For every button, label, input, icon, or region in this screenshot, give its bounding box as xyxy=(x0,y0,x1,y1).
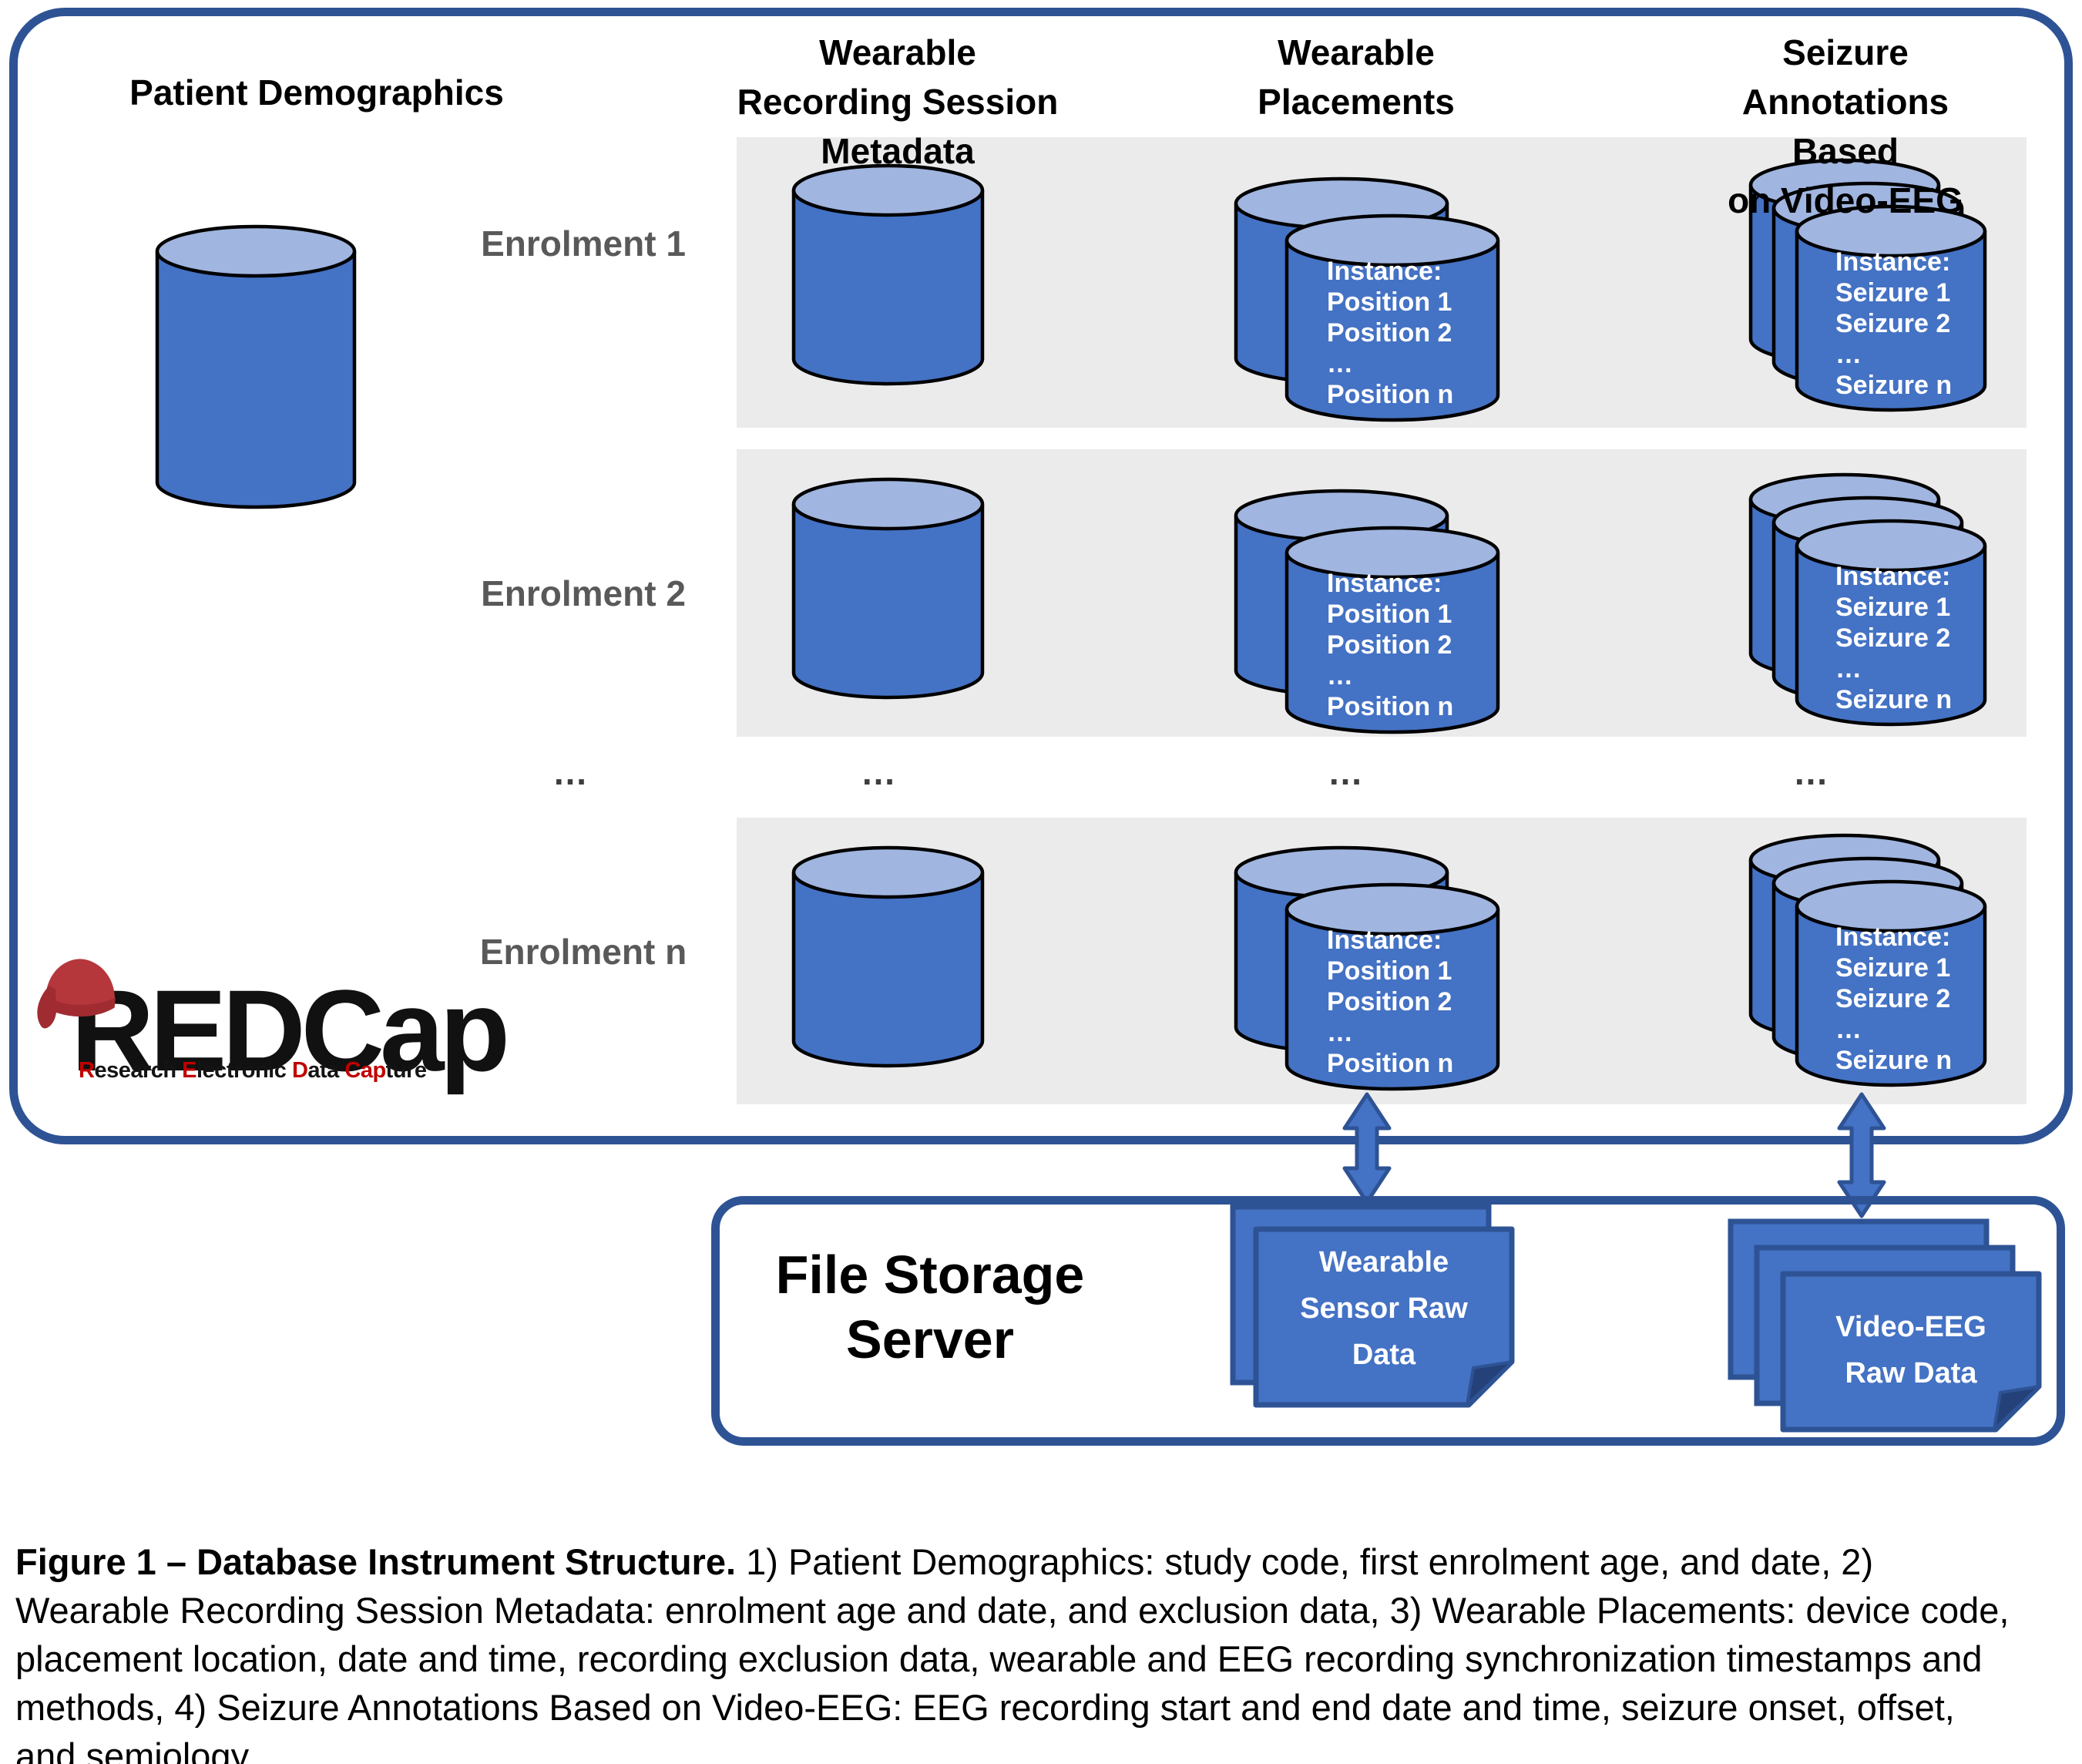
wearable-raw-data-doc-front xyxy=(1253,1226,1515,1408)
redcap-tagline: Research Electronic Data Capture xyxy=(79,1058,427,1083)
row-label-enrolment-1: Enrolment 1 xyxy=(481,223,686,264)
wearable-sensor-raw-data-label: Wearable Sensor Raw Data xyxy=(1300,1246,1468,1371)
header-wearable-recording-session-metadata: Wearable Recording Session Metadata xyxy=(737,32,1059,171)
tagline-text: lectronic xyxy=(196,1058,292,1083)
tagline-acronym-letter: E xyxy=(182,1058,196,1083)
ellipsis-annotations-column: … xyxy=(1793,752,1828,792)
ellipsis-metadata-column: … xyxy=(861,752,896,792)
placements-instance-text-row-2: Instance: Position 1 Position 2 … Positi… xyxy=(1327,569,1454,721)
metadata-cylinder-row-2 xyxy=(791,477,985,700)
tagline-text: ata xyxy=(307,1058,345,1083)
tagline-acronym-letter: R xyxy=(79,1058,95,1083)
placements-instance-text-row-3: Instance: Position 1 Position 2 … Positi… xyxy=(1327,926,1454,1078)
tagline-acronym-letter: D xyxy=(291,1058,308,1083)
file-storage-server-box xyxy=(711,1196,2065,1446)
video-eeg-raw-data-doc-front xyxy=(1780,1271,2042,1433)
patient-demographics-cylinder xyxy=(155,224,357,509)
seizure-instance-text-row-1: Instance: Seizure 1 Seizure 2 … Seizure … xyxy=(1835,247,1953,400)
ellipsis-placements-column: … xyxy=(1328,752,1363,792)
row-label-enrolment-3: Enrolment n xyxy=(479,932,687,972)
seizure-cylinder-front-row-2 xyxy=(1795,519,1987,727)
seizure-cylinder-front-row-3 xyxy=(1795,879,1987,1087)
row-label-enrolment-2: Enrolment 2 xyxy=(481,573,686,613)
redcap-cap-icon xyxy=(37,959,116,1029)
header-wearable-placements: Wearable Placements xyxy=(1258,32,1455,122)
seizure-cylinder-front-row-1 xyxy=(1795,204,1987,412)
wearable-data-transfer-arrow xyxy=(1342,1092,1392,1205)
video-eeg-data-transfer-arrow xyxy=(1837,1092,1886,1218)
figure-caption-title: Figure 1 – Database Instrument Structure… xyxy=(15,1541,737,1582)
seizure-instance-text-row-2: Instance: Seizure 1 Seizure 2 … Seizure … xyxy=(1835,562,1953,714)
ellipsis-enrolment-column: … xyxy=(552,752,588,792)
figure-caption-body: 1) Patient Demographics: study code, fir… xyxy=(15,1541,2010,1764)
placements-cylinder-front-row-2 xyxy=(1284,526,1500,734)
tagline-acronym-letter: Cap xyxy=(344,1058,386,1083)
tagline-text: esearch xyxy=(94,1058,183,1083)
header-seizure-annotations: Seizure Annotations Based on Video-EEG xyxy=(1728,32,1963,220)
figure-caption: Figure 1 – Database Instrument Structure… xyxy=(15,1537,2019,1764)
video-eeg-raw-data-label: Video-EEG Raw Data xyxy=(1835,1311,1986,1389)
file-storage-server-title: File Storage Server xyxy=(775,1245,1085,1369)
redcap-wordmark: R E D Cap xyxy=(71,966,510,1095)
placements-instance-text-row-1: Instance: Position 1 Position 2 … Positi… xyxy=(1327,257,1454,409)
tagline-text: ture xyxy=(385,1058,427,1083)
header-patient-demographics: Patient Demographics xyxy=(129,72,504,113)
placements-cylinder-front-row-1 xyxy=(1284,213,1500,422)
metadata-cylinder-row-1 xyxy=(791,163,985,386)
metadata-cylinder-row-3 xyxy=(791,845,985,1068)
placements-cylinder-front-row-3 xyxy=(1284,882,1500,1091)
seizure-instance-text-row-3: Instance: Seizure 1 Seizure 2 … Seizure … xyxy=(1835,922,1953,1075)
